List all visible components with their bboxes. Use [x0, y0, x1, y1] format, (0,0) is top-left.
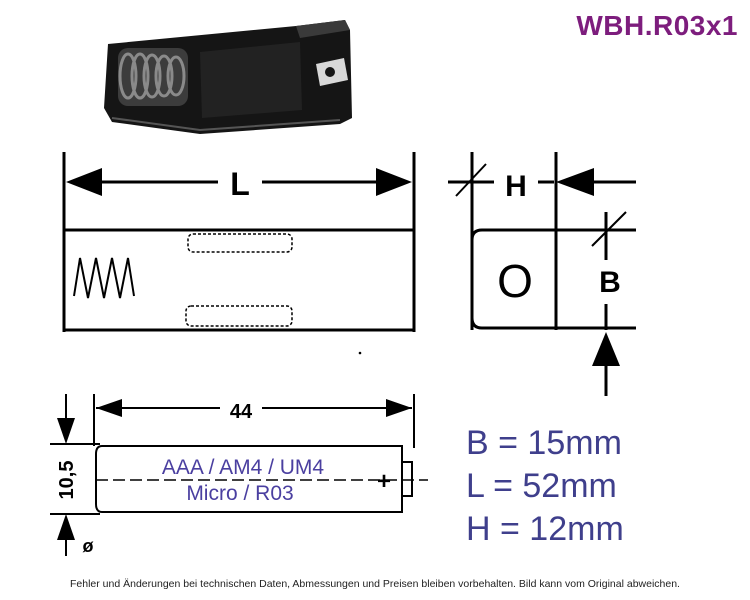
arrowhead-diameter-bottom	[57, 514, 75, 540]
height-label: H	[505, 170, 527, 203]
battery-diameter-value: 10,5	[56, 461, 78, 500]
arrowhead-b	[592, 332, 620, 366]
dimension-b: B = 15mm	[466, 424, 622, 462]
arrowhead-right	[376, 168, 412, 196]
arrowhead-left	[66, 168, 102, 196]
plus-sign: +	[377, 468, 391, 495]
battery-type-line-1: AAA / AM4 / UM4	[162, 456, 325, 479]
dimension-list: B = 15mm L = 52mm H = 12mm	[466, 422, 624, 551]
arrowhead-44-right	[386, 399, 412, 417]
battery-type-line-2: Micro / R03	[186, 482, 293, 505]
front-view	[62, 152, 416, 355]
side-view	[448, 152, 636, 396]
width-label: B	[599, 266, 621, 299]
holder-body-outline	[62, 228, 416, 332]
top-slot-outline	[187, 233, 293, 253]
product-code-title: WBH.R03x1	[576, 10, 738, 41]
dimension-h: H = 12mm	[466, 510, 624, 548]
length-label: L	[230, 166, 250, 202]
battery-holder-photo	[104, 20, 352, 134]
bottom-slot-outline	[185, 305, 293, 327]
battery-length-value: 44	[230, 401, 253, 423]
diameter-symbol: ø	[83, 536, 94, 556]
arrowhead-diameter-top	[57, 418, 75, 444]
spring-icon	[73, 257, 135, 299]
arrowhead-h	[556, 168, 594, 196]
opening-label: O	[497, 255, 533, 307]
arrowhead-44-left	[96, 399, 122, 417]
battery-plus-terminal	[402, 461, 413, 497]
battery-outline	[95, 445, 403, 513]
dimension-l: L = 52mm	[466, 467, 617, 505]
disclaimer-footer: Fehler und Änderungen bei technischen Da…	[70, 578, 680, 590]
battery-view	[50, 394, 428, 556]
